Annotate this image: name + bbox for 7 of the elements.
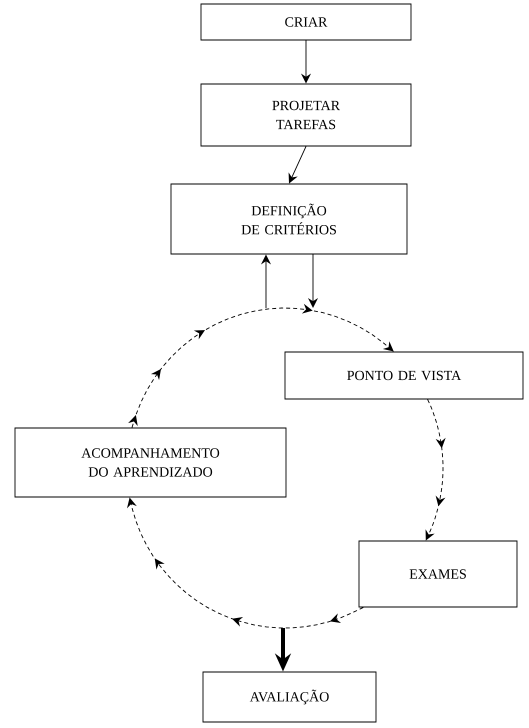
process-box: PROJETAR TAREFAS: [200, 84, 412, 146]
process-box: AVALIAÇÃO: [202, 672, 376, 722]
process-box: CRIAR: [200, 4, 412, 40]
process-box: ACOMPANHAMENTO DO APRENDIZADO: [14, 428, 286, 498]
process-box: PONTO DE VISTA: [284, 352, 524, 400]
process-box: DEFINIÇÃO DE CRITÉRIOS: [170, 184, 408, 254]
process-box: EXAMES: [358, 540, 518, 608]
